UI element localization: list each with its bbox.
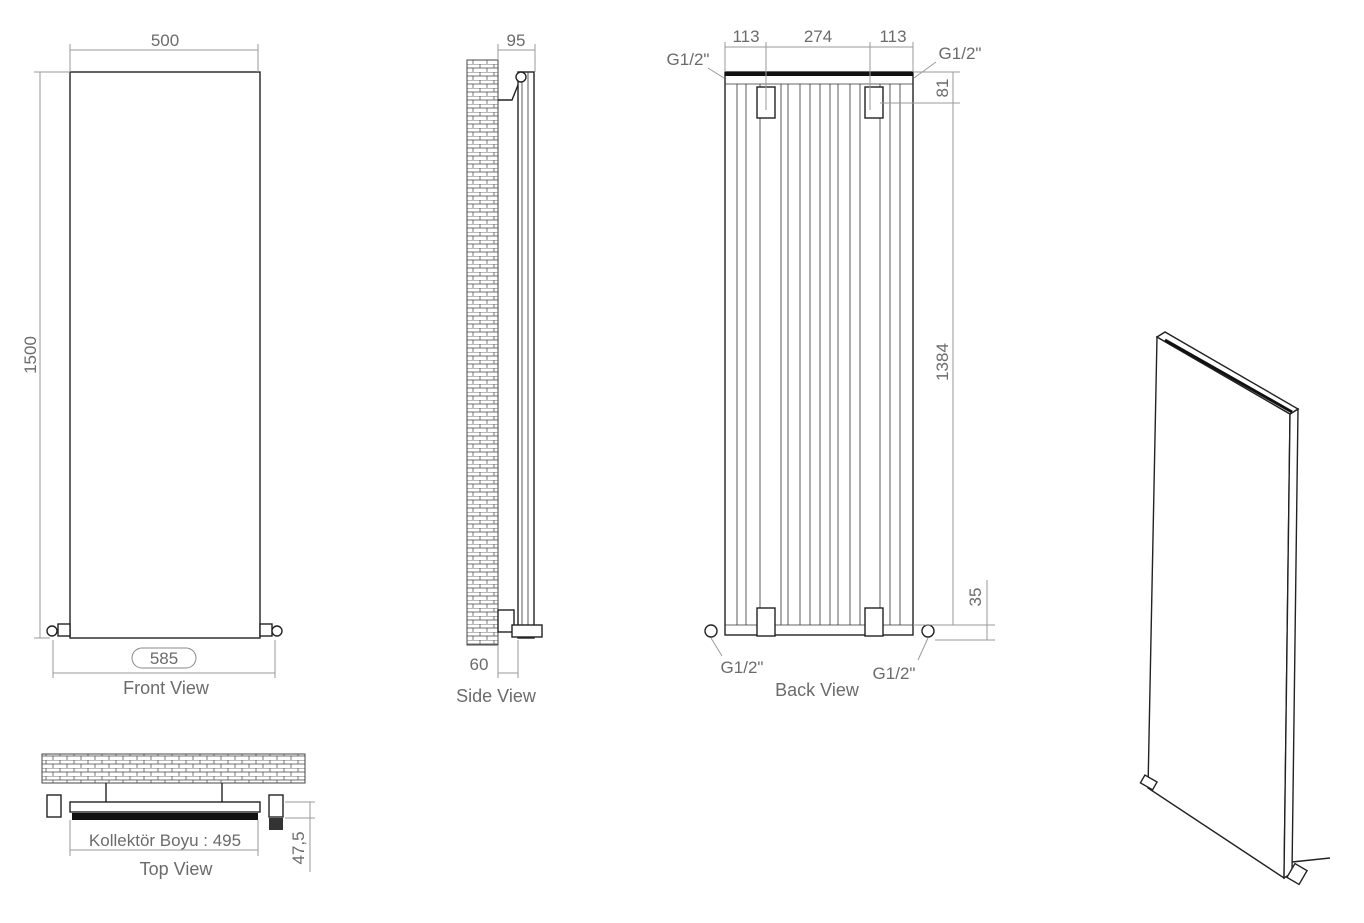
back-view: 113 274 113 G1/2" G1/2" 81 1384 35 G1/2"…: [667, 27, 995, 700]
bracket-spacing-dimension: 1384: [933, 343, 952, 381]
pipe-span-dimension: 585: [150, 649, 178, 668]
radiator-back-panel: [724, 71, 914, 636]
height-dimension: 1500: [21, 336, 40, 374]
wall-offset-dimension: 60: [470, 655, 489, 674]
top-left-connection: G1/2": [667, 50, 710, 69]
isometric-right-valve: [1285, 862, 1309, 886]
top-view-collector: [69, 801, 261, 813]
depth-dimension: 95: [507, 31, 526, 50]
radiator-side-profile: [517, 71, 535, 639]
top-collector: [725, 72, 913, 76]
collector-length-dimension: Kollektör Boyu : 495: [89, 831, 241, 850]
top-view-left-valve: [46, 794, 62, 818]
top-view: Kollektör Boyu : 495 47,5 Top View: [41, 753, 315, 879]
bottom-left-connection: G1/2": [721, 658, 764, 677]
front-right-valve: [259, 623, 283, 637]
left-offset-dimension: 113: [732, 27, 759, 46]
top-right-connection: G1/2": [939, 44, 982, 63]
bottom-right-connection: G1/2": [873, 664, 916, 683]
depth-dimension-line: [497, 44, 536, 72]
top-bracket-offset-dimension: 81: [933, 79, 952, 98]
isometric-view: [1139, 331, 1331, 886]
width-dimension: 500: [151, 31, 179, 50]
back-right-valve: [921, 624, 935, 638]
isometric-left-valve: [1139, 774, 1159, 791]
bottom-bracket: [497, 609, 515, 633]
back-bottom-right-bracket: [864, 607, 884, 637]
radiator-front-panel: [69, 71, 261, 639]
front-left-valve: [46, 623, 71, 637]
top-bracket: [498, 84, 519, 101]
side-valve: [511, 624, 543, 638]
pipe-span-badge: [131, 647, 197, 669]
front-view: 500 1500 585 Front View: [21, 31, 283, 698]
top-view-right-valve: [268, 794, 284, 818]
center-span-dimension: 274: [804, 27, 832, 46]
wall: [466, 59, 499, 646]
side-view: 95 60 Side View: [456, 31, 543, 706]
isometric-front-face: [1147, 335, 1291, 880]
right-offset-dimension: 113: [879, 27, 906, 46]
top-view-depth-dimension: 47,5: [289, 831, 308, 864]
top-view-label: Top View: [140, 859, 214, 879]
height-dimension-line: [34, 71, 70, 639]
back-left-valve: [704, 624, 718, 638]
back-bottom-left-bracket: [756, 607, 776, 637]
pipe-span-dimension-line: [52, 640, 276, 678]
side-view-label: Side View: [456, 686, 537, 706]
isometric-top-face: [1155, 331, 1300, 415]
top-view-wall: [41, 753, 306, 784]
back-view-label: Back View: [775, 680, 860, 700]
width-dimension-line: [69, 44, 259, 72]
bottom-offset-dimension: 35: [966, 588, 985, 607]
front-view-label: Front View: [123, 678, 210, 698]
top-view-panel: [72, 813, 258, 820]
